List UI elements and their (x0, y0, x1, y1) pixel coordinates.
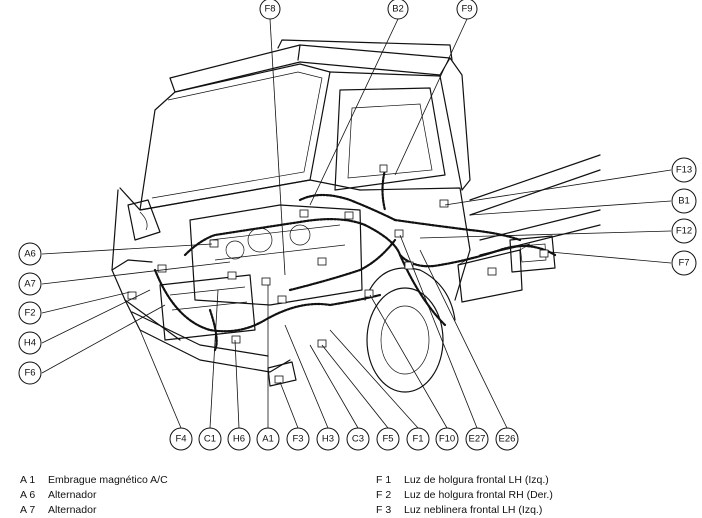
leader-lines (41, 18, 672, 429)
callout-F3: F3 (286, 427, 310, 451)
callout-label: A1 (262, 434, 274, 445)
callout-F2: F2 (18, 301, 42, 325)
callout-label: A7 (24, 279, 36, 290)
callout-H3: H3 (316, 427, 340, 451)
callout-label: B2 (392, 4, 404, 15)
callout-F1: F1 (406, 427, 430, 451)
callout-A6: A6 (18, 242, 42, 266)
legend-text: Luz de holgura frontal RH (Der.) (404, 489, 553, 501)
legend-code: A 1 (20, 474, 36, 486)
callout-A7: A7 (18, 272, 42, 296)
legend-item: A 7 Alternador (20, 503, 168, 518)
callout-F4: F4 (169, 427, 193, 451)
callout-label: H3 (322, 434, 334, 445)
callout-F8: F8 (259, 0, 281, 20)
legend-text: Luz neblinera frontal LH (Izq.) (404, 504, 543, 516)
callout-H6: H6 (227, 427, 251, 451)
callout-label: F6 (24, 368, 35, 379)
callout-E26: E26 (495, 427, 519, 451)
callout-label: E26 (499, 434, 516, 445)
legend-item: F 2 Luz de holgura frontal RH (Der.) (376, 488, 553, 503)
callout-label: F13 (676, 165, 692, 176)
callout-label: F9 (461, 4, 472, 15)
callout-B1: B1 (671, 188, 697, 214)
legend-code: F 2 (376, 489, 392, 501)
callout-label: C1 (204, 434, 216, 445)
legend-item: F 3 Luz neblinera frontal LH (Izq.) (376, 503, 553, 518)
callout-label: F5 (382, 434, 393, 445)
callout-B2: B2 (387, 0, 409, 20)
legend-item: A 6 Alternador (20, 488, 168, 503)
callout-E27: E27 (465, 427, 489, 451)
callout-C1: C1 (198, 427, 222, 451)
legend-text: Alternador (48, 489, 97, 501)
truck-illustration (111, 39, 601, 393)
callout-A1: A1 (256, 427, 280, 451)
legend-code: A 7 (20, 504, 36, 516)
callout-label: F7 (678, 258, 689, 269)
callout-F10: F10 (435, 427, 459, 451)
wiring-harness-diagram: F8 B2 F9 F13 B1 F12 F7 A6 A7 F2 H4 (18, 0, 697, 451)
legend-code: F 1 (376, 474, 392, 486)
callout-label: F10 (439, 434, 455, 445)
callout-label: A6 (24, 249, 36, 260)
callout-F9: F9 (456, 0, 478, 20)
callout-F12: F12 (671, 218, 697, 244)
callout-label: F3 (292, 434, 303, 445)
legend-item: F 1 Luz de holgura frontal LH (Izq.) (376, 473, 553, 488)
callout-label: B1 (678, 196, 690, 207)
legend-code: F 3 (376, 504, 392, 516)
legend-code: A 6 (20, 489, 36, 501)
callout-label: C3 (352, 434, 364, 445)
callout-label: H6 (233, 434, 245, 445)
legend-column-right: F 1 Luz de holgura frontal LH (Izq.) F 2 L… (376, 473, 553, 518)
callout-label: H4 (24, 338, 36, 349)
legend-item: A 1 Embrague magnético A/C (20, 473, 168, 488)
callout-label: E27 (469, 434, 486, 445)
callout-F6: F6 (18, 361, 42, 385)
legend-text: Luz de holgura frontal LH (Izq.) (404, 474, 549, 486)
callout-label: F4 (175, 434, 186, 445)
legend-text: Embrague magnético A/C (48, 474, 168, 486)
callout-label: F1 (412, 434, 423, 445)
callout-F5: F5 (376, 427, 400, 451)
callout-F13: F13 (671, 157, 697, 183)
callout-H4: H4 (18, 331, 42, 355)
wiring-harness (153, 168, 557, 352)
callout-label: F8 (264, 4, 275, 15)
callout-label: F12 (676, 226, 692, 237)
callout-label: F2 (24, 308, 35, 319)
callout-C3: C3 (346, 427, 370, 451)
callout-F7: F7 (671, 250, 697, 276)
legend-text: Alternador (48, 504, 97, 516)
